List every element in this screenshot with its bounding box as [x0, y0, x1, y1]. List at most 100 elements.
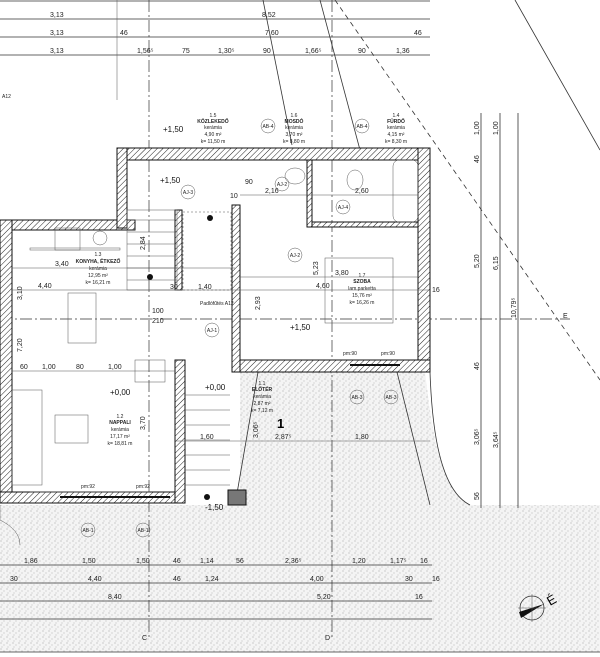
- label-text: 1.3: [95, 252, 102, 258]
- label-text: k= 11,50 m: [201, 139, 226, 145]
- label-text: 80: [76, 364, 84, 371]
- dim-text: 90: [358, 48, 366, 55]
- level-marks: +1,50 +1,50 +1,50 +0,00 +0,00 -1,50 1: [110, 125, 311, 512]
- label-text: 4,60: [316, 283, 330, 290]
- dim-text: 8,52: [262, 12, 276, 19]
- label-text: 4,40: [88, 576, 102, 583]
- label-text: kerámia: [285, 125, 303, 131]
- window-tag: AB-4: [356, 124, 367, 130]
- label-text: 3,70 m²: [286, 132, 303, 138]
- label-text: 1.4: [393, 113, 400, 119]
- label-text: 46: [173, 558, 181, 565]
- window-tag: AB-3: [385, 395, 396, 401]
- label-text: 4,00: [310, 576, 324, 583]
- dim-text: 1,66⁵: [305, 48, 322, 55]
- label-text: k= 16,21 m: [86, 280, 111, 286]
- label-text: MOSDÓ: [285, 117, 304, 125]
- label-text: k= 8,80 m: [283, 139, 305, 145]
- label-text: FÜRDŐ: [387, 118, 405, 125]
- dim-text: 3,13: [50, 12, 64, 19]
- dim-text: 7,60: [265, 30, 279, 37]
- note-text: A12: [2, 94, 11, 100]
- room-label-kozlekedo: 1.5 KÖZLEKEDŐ kerámia 4,90 m² k= 11,50 m: [197, 113, 229, 145]
- label-text: 1,80: [355, 434, 369, 441]
- label-text: 1,50: [82, 558, 96, 565]
- label-text: 3,80: [335, 270, 349, 277]
- label-text: 60: [20, 364, 28, 371]
- room-label-eloter: 1.1 ELŐTÉR kerámia 2,87 m² k= 7,12 m: [251, 381, 273, 414]
- terrain: [0, 371, 600, 653]
- label-text: 100: [152, 308, 164, 315]
- label-text: 56: [236, 558, 244, 565]
- label-text: 30: [170, 284, 178, 291]
- label-text: 1,00: [42, 364, 56, 371]
- label-text: 1,24: [205, 576, 219, 583]
- level-text: +0,00: [205, 383, 226, 392]
- label-text: 10: [230, 193, 238, 200]
- room-label-furdo: 1.4 FÜRDŐ kerámia 4,15 m² k= 8,30 m: [385, 113, 407, 145]
- label-text: 3,70: [140, 416, 147, 430]
- label-text: 1,00: [108, 364, 122, 371]
- label-text: 4,90 m²: [205, 132, 222, 138]
- dim-text: 3,13: [50, 30, 64, 37]
- door-tag: AJ-4: [338, 205, 349, 211]
- label-text: NAPPALI: [109, 420, 131, 426]
- label-text: 2,36⁵: [285, 558, 302, 565]
- window-tag: AB-1: [137, 528, 148, 534]
- label-text: 30: [405, 576, 413, 583]
- site-lines: [234, 0, 600, 506]
- dimensions-inner: 3,40 4,40 3,10 7,20 60 1,00 80 1,00 2,16…: [12, 179, 440, 442]
- label-text: lam.parketta: [348, 286, 376, 292]
- label-text: 1,17⁵: [390, 558, 407, 565]
- door-tag: AJ-1: [207, 328, 218, 334]
- label-text: 4,40: [38, 283, 52, 290]
- room-label-szoba: 1.7 SZOBA lam.parketta 15,76 m² k= 16,26…: [348, 273, 376, 306]
- label-text: 56: [474, 492, 481, 500]
- label-text: 5,23: [313, 261, 320, 275]
- label-text: 10,79⁵: [511, 297, 518, 318]
- label-text: 1.5: [210, 113, 217, 119]
- level-text: +1,50: [160, 176, 181, 185]
- label-text: 3,64⁵: [493, 431, 500, 448]
- label-text: ELŐTÉR: [252, 385, 273, 393]
- stove-icon: [54, 227, 81, 251]
- washbasin-icon: [284, 167, 306, 185]
- room-label-nappali: 1.2 NAPPALI kerámia 17,17 m² k= 18,81 m: [108, 414, 133, 447]
- label-text: KONYHA, ÉTKEZŐ: [76, 257, 121, 265]
- label-text: 1,20: [352, 558, 366, 565]
- sofa: [11, 389, 43, 486]
- label-text: 1,00: [493, 121, 500, 135]
- label-text: 2,87⁵: [275, 434, 292, 441]
- axis-e-label: E: [563, 313, 568, 320]
- label-text: 46: [474, 155, 481, 163]
- label-text: 1,40: [198, 284, 212, 291]
- grid-axes: C D E: [0, 0, 570, 642]
- label-text: 16: [432, 287, 440, 294]
- label-text: 16: [420, 558, 428, 565]
- label-text: 1,60: [200, 434, 214, 441]
- label-text: 90: [245, 179, 253, 186]
- label-text: 6,15: [493, 256, 500, 270]
- level-text: +1,50: [163, 125, 184, 134]
- sill-label: pm:90: [381, 351, 395, 357]
- room-label-konyha: 1.3 KONYHA, ÉTKEZŐ kerámia 12,95 m² k= 1…: [76, 252, 121, 286]
- label-text: 1.6: [291, 113, 298, 119]
- dim-text: 1,36: [396, 48, 410, 55]
- dimensions-bottom: 1,86 1,50 1,50 46 1,14 56 2,36⁵ 1,20 1,1…: [0, 558, 440, 620]
- label-text: 46: [173, 576, 181, 583]
- label-text: 1,00: [474, 121, 481, 135]
- label-text: 2,16: [265, 188, 279, 195]
- window-tag: AB-4: [262, 124, 273, 130]
- label-text: 1.1: [259, 381, 266, 387]
- window-tag: AB-3: [351, 395, 362, 401]
- label-text: SZOBA: [353, 279, 371, 285]
- door-window-tags: AJ-1 AJ-2 AJ-3 AJ-4 AJ-2 AB-4 AB-4 AB-3 …: [80, 118, 399, 538]
- label-text: 46: [474, 362, 481, 370]
- column-marker: [204, 494, 210, 500]
- toilet-icon: [346, 169, 364, 191]
- label-text: k= 7,12 m: [251, 408, 273, 414]
- label-text: 8,40: [108, 594, 122, 601]
- label-text: 1.7: [359, 273, 366, 279]
- room-labels: 1.5 KÖZLEKEDŐ kerámia 4,90 m² k= 11,50 m…: [76, 113, 407, 447]
